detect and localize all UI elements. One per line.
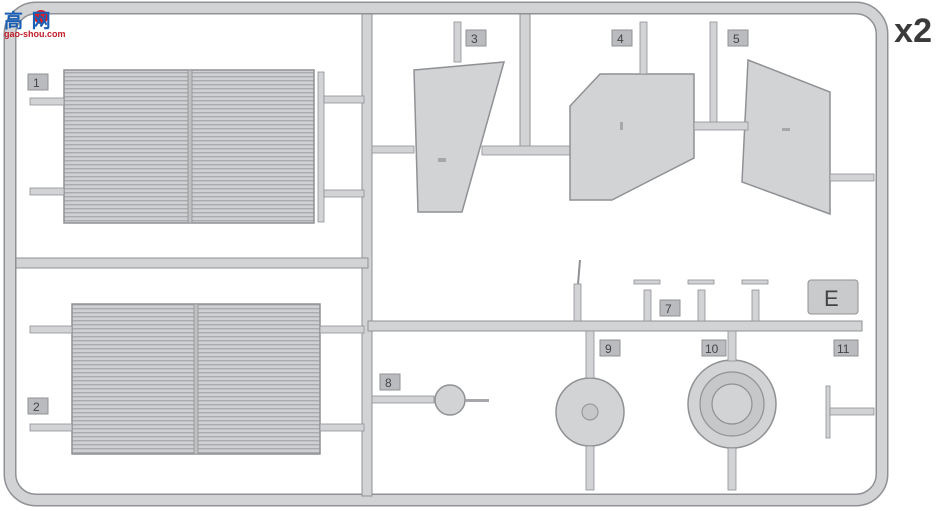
part-4-plate [569, 21, 695, 201]
part-number-8: 8 [385, 376, 392, 390]
part-number-3: 3 [471, 32, 478, 46]
part-8-cap [371, 384, 489, 416]
watermark-logo: 高 网 gao-shou.com [4, 6, 74, 40]
sprue-letter-tag: E [807, 279, 859, 315]
part-number-4: 4 [617, 32, 624, 46]
part-number-11: 11 [837, 342, 850, 356]
part-2-radiator-panel [29, 303, 365, 455]
watermark-dot-icon [34, 10, 48, 24]
small-parts-row [573, 259, 769, 322]
part-1-radiator-panel [29, 69, 365, 224]
part-number-2: 2 [33, 400, 40, 414]
part-9-hub [555, 330, 625, 491]
part-number-tags: 1 2 3 4 5 7 8 9 10 11 [27, 29, 859, 415]
part-number-5: 5 [733, 32, 740, 46]
part-3-plate [371, 21, 571, 213]
part-number-9: 9 [605, 342, 612, 356]
part-number-1: 1 [33, 76, 40, 90]
watermark-url: gao-shou.com [4, 29, 66, 39]
runners [15, 13, 863, 497]
part-number-10: 10 [705, 342, 719, 356]
watermark-title: 高 网 [4, 10, 52, 32]
quantity-multiplier: x2 [894, 12, 932, 50]
part-11-rod [825, 385, 875, 439]
part-10-wheel [687, 330, 777, 491]
part-number-7: 7 [665, 302, 672, 316]
part-5-plate [693, 21, 875, 216]
sprue-letter: E [824, 286, 839, 311]
